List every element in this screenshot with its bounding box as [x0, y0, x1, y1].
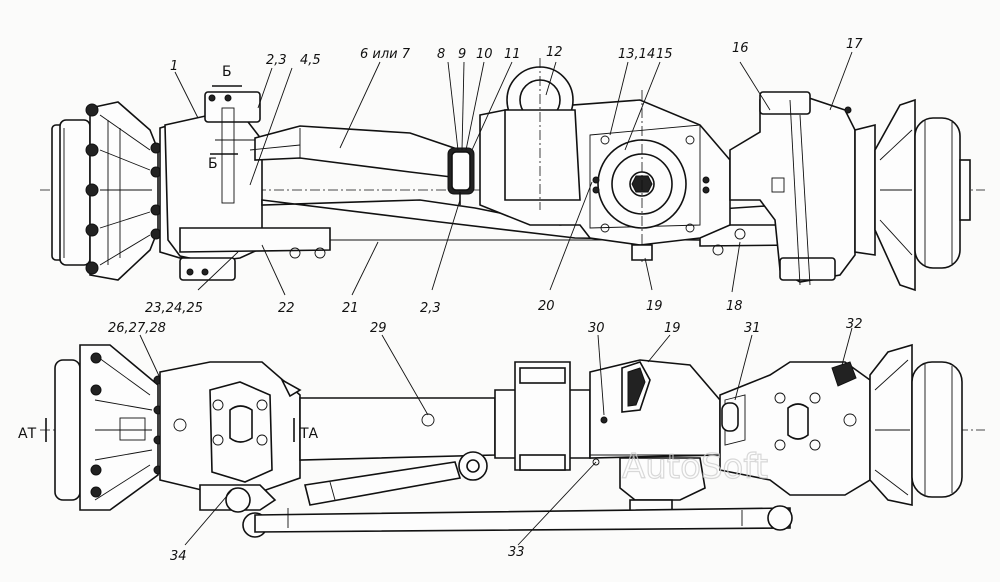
- top-view: [40, 51, 985, 296]
- label-10: 10: [476, 47, 493, 62]
- bottom-beam: [299, 361, 591, 471]
- label-ta: ТА: [299, 426, 319, 442]
- label-33: 33: [508, 545, 525, 560]
- label-11: 11: [504, 47, 521, 62]
- label-12: 12: [546, 45, 563, 60]
- label-31: 31: [744, 321, 761, 336]
- top-leaders: [174, 51, 853, 296]
- label-26-27-28: 26,27,28: [108, 321, 166, 336]
- label-13-14: 13,14: [618, 47, 655, 62]
- bottom-leaders: [139, 327, 853, 546]
- top-right-hub: [844, 98, 971, 292]
- label-2-3-top: 2,3: [266, 53, 287, 68]
- label-32: 32: [846, 317, 863, 332]
- label-29: 29: [370, 321, 387, 336]
- top-right-knuckle: [729, 91, 856, 286]
- label-21: 21: [342, 301, 359, 316]
- label-9: 9: [458, 47, 466, 62]
- label-4-5: 4,5: [300, 53, 321, 68]
- label-23-24-25: 23,24,25: [145, 301, 203, 316]
- top-left-hub: [51, 101, 196, 281]
- label-20: 20: [538, 299, 555, 314]
- label-22: 22: [278, 301, 295, 316]
- bottom-right-hub: [869, 343, 963, 506]
- top-differential: [479, 58, 731, 265]
- label-18: 18: [726, 299, 743, 314]
- label-30: 30: [588, 321, 605, 336]
- label-34: 34: [170, 549, 187, 564]
- bottom-differential: [589, 359, 721, 521]
- label-17: 17: [846, 37, 863, 52]
- bottom-view: [40, 327, 985, 546]
- label-2-3-bottom: 2,3: [420, 301, 441, 316]
- label-at: АТ: [18, 426, 37, 442]
- bottom-left-hub: [54, 344, 163, 511]
- top-left-knuckle: [164, 91, 263, 281]
- watermark: AutoSoft: [622, 447, 768, 487]
- top-labels: 1 Б Б 2,3 4,5 6 или 7 8 9 10 11 12 13,14…: [145, 37, 863, 316]
- bottom-left-knuckle: [159, 361, 302, 493]
- label-19-bottom: 19: [664, 321, 681, 336]
- label-8: 8: [437, 47, 445, 62]
- bottom-cylinder: [199, 451, 793, 538]
- label-b-bottom: Б: [208, 156, 218, 172]
- bottom-labels: 26,27,28 29 30 19 31 32 АТ ТА 34 33: [18, 317, 863, 564]
- label-15: 15: [656, 47, 673, 62]
- label-16: 16: [732, 41, 749, 56]
- label-1: 1: [170, 59, 178, 74]
- label-6-7: 6 или 7: [360, 47, 411, 62]
- top-cylinder: [249, 125, 475, 205]
- label-19-top: 19: [646, 299, 663, 314]
- label-b-top: Б: [222, 64, 232, 80]
